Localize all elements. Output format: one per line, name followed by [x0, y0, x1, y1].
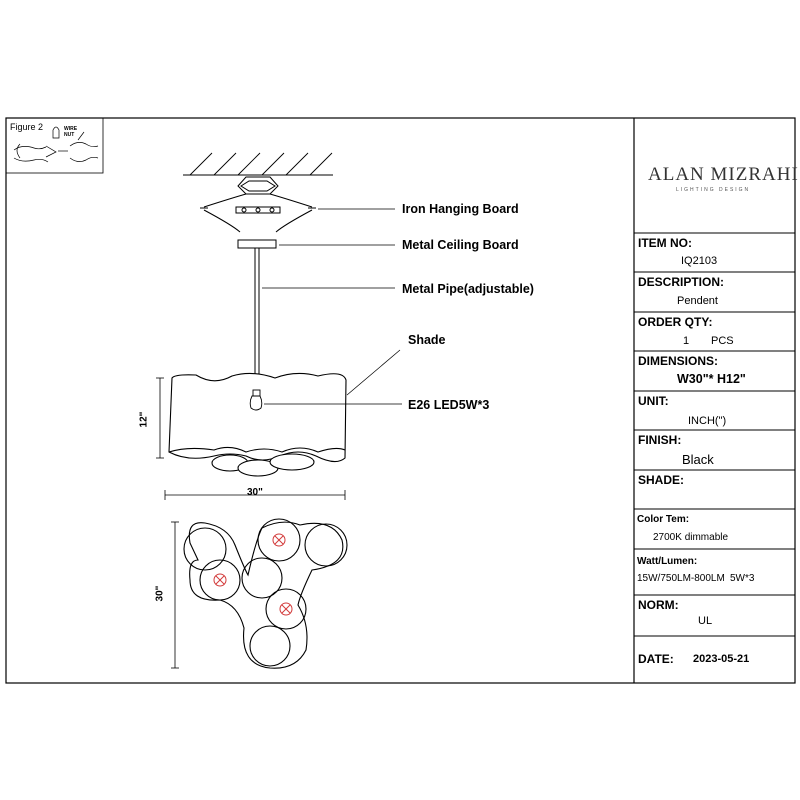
watt-label: Watt/Lumen:	[637, 556, 698, 567]
figure-box	[5, 117, 104, 174]
date-label: DATE:	[638, 652, 674, 666]
callout-iron-hanging-board: Iron Hanging Board	[402, 202, 519, 216]
metal-pipe	[254, 248, 260, 384]
plan-rings	[183, 518, 348, 667]
iron-hanging-board	[200, 176, 316, 233]
depth-dimension-label: 30"	[154, 585, 166, 602]
metal-ceiling-board	[237, 239, 277, 249]
depth-dimension	[171, 521, 179, 669]
shade-elevation	[168, 372, 347, 477]
width-dimension-label: 30"	[247, 487, 263, 498]
finish-label: FINISH:	[638, 433, 682, 447]
finish-value: Black	[682, 452, 714, 467]
callout-shade: Shade	[408, 333, 446, 347]
figure-label: Figure 2	[10, 122, 44, 132]
watt-extra-value: 5W*3	[730, 573, 755, 584]
sheet-frame	[5, 117, 796, 684]
norm-label: NORM:	[638, 598, 679, 612]
shade-plan-view	[188, 521, 344, 669]
description-value: Pendent	[677, 295, 718, 307]
date-value: 2023-05-21	[693, 653, 750, 665]
item-no-label: ITEM NO:	[638, 236, 692, 250]
bulb-icon	[249, 389, 263, 411]
order-qty-unit: PCS	[711, 335, 734, 347]
unit-value: INCH(")	[688, 415, 727, 427]
ceiling	[183, 152, 333, 176]
dimensions-label: DIMENSIONS:	[638, 354, 719, 368]
order-qty-label: ORDER QTY:	[638, 315, 713, 329]
watt-value: 15W/750LM-800LM	[637, 573, 725, 584]
bulb-positions	[213, 533, 293, 616]
height-dimension-label: 12"	[138, 411, 150, 428]
title-block-rows	[634, 232, 795, 637]
callout-metal-pipe: Metal Pipe(adjustable)	[402, 282, 534, 296]
item-no-value: IQ2103	[681, 255, 718, 267]
width-dimension	[164, 490, 346, 500]
shade-label: SHADE:	[638, 473, 685, 487]
dimensions-value: W30"* H12"	[677, 372, 746, 386]
wire-nut-label-2: NUT	[64, 132, 75, 138]
brand-tagline: LIGHTING DESIGN	[676, 187, 751, 193]
description-label: DESCRIPTION:	[638, 275, 725, 289]
wiring-sketch	[13, 126, 99, 163]
unit-label: UNIT:	[638, 394, 669, 408]
order-qty-value: 1	[683, 335, 690, 347]
norm-value: UL	[698, 615, 713, 627]
callout-bulb: E26 LED5W*3	[408, 398, 490, 412]
height-dimension	[156, 377, 164, 459]
wire-nut-label-1: WIRE	[64, 126, 78, 132]
callout-metal-ceiling-board: Metal Ceiling Board	[402, 238, 519, 252]
brand-logo: ALAN MIZRAHI	[648, 164, 799, 185]
color-temp-label: Color Tem:	[637, 514, 690, 525]
color-temp-value: 2700K dimmable	[653, 532, 729, 543]
callout-leaders	[262, 208, 402, 405]
